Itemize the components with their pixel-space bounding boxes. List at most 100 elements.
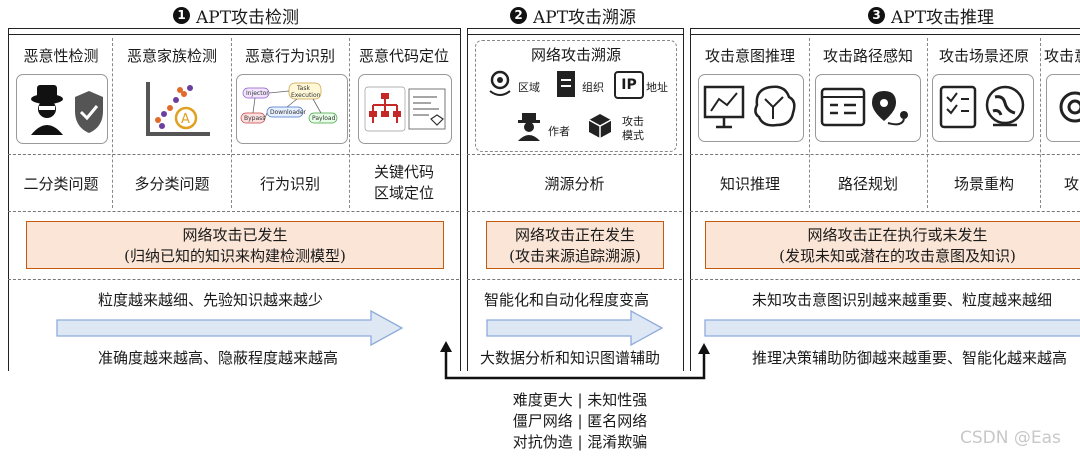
summary-line: (归纳已知的知识来构建检测模型): [124, 247, 346, 265]
attack-mode-line: 模式: [622, 129, 644, 142]
col-label-path-awareness: 攻击路径感知: [822, 47, 913, 65]
behavior-node-label: Injector: [246, 90, 269, 97]
row-divider: [690, 279, 1080, 280]
building-icon: [557, 71, 575, 97]
summary-line: (攻击来源追踪溯源): [509, 247, 641, 265]
row-divider: [690, 211, 1080, 212]
cube-icon: [588, 114, 612, 138]
inference-trend-arrow: [704, 319, 1080, 337]
section-title-tracing: 2 APT攻击溯源: [510, 3, 637, 28]
detection-summary-box: 网络攻击已发生 (归纳已知的知识来构建检测模型): [26, 221, 444, 269]
behavior-node-label: Payload: [312, 115, 336, 122]
tracing-trend-top: 智能化和自动化程度变高: [484, 291, 650, 309]
tracing-panel: [467, 34, 684, 371]
behavior-node-label: Bypass: [244, 115, 265, 122]
task-binary-classification: 二分类问题: [23, 175, 99, 193]
task-path-planning: 路径规划: [837, 175, 898, 193]
section-title-detection: 1 APT攻击检测: [173, 3, 300, 28]
tracing-item-region: 区域: [518, 81, 540, 94]
code-tree-icon: [358, 74, 452, 144]
task-knowledge-inference: 知识推理: [719, 175, 780, 193]
checklist-icon: [939, 85, 977, 129]
task-scene-reconstruction: 场景重构: [953, 175, 1014, 193]
behavior-node-label: Task: [296, 85, 310, 92]
challenges-list: 难度更大 | 未知性强 僵尸网络 | 匿名网络 对抗伪造 | 混淆欺骗: [480, 390, 680, 453]
tracing-item-attack-mode: 攻击 模式: [622, 115, 644, 143]
task-trace-analysis: 溯源分析: [544, 175, 605, 193]
globe-icon: [985, 85, 1025, 127]
challenge-item: 僵尸网络 | 匿名网络: [512, 412, 648, 430]
tracing-item-org: 组织: [582, 81, 604, 94]
tracing-trend-bottom: 大数据分析和知识图谱辅助: [480, 349, 661, 367]
task-line: 关键代码: [373, 163, 434, 181]
tracing-trend-arrow: [486, 309, 664, 347]
location-pin-icon: [489, 70, 511, 96]
task-truncated: 攻: [1064, 175, 1080, 193]
section-number-badge: 2: [510, 6, 527, 24]
summary-line: 网络攻击正在发生: [514, 226, 635, 244]
chart-board-icon: [703, 85, 745, 129]
col-label-truncated: 攻击意: [1044, 47, 1080, 65]
col-label-malicious-detection: 恶意性检测: [23, 47, 99, 65]
row-divider: [690, 154, 1080, 155]
task-multi-classification: 多分类问题: [134, 175, 210, 193]
summary-line: 网络攻击正在执行或未发生: [807, 226, 988, 244]
behavior-node-label: Execution: [291, 92, 321, 99]
inference-trend-top: 未知攻击意图识别越来越重要、粒度越来越细: [752, 291, 1053, 309]
tracing-item-author: 作者: [548, 125, 570, 138]
watermark: CSDN @Eas: [960, 428, 1061, 448]
column-divider: [927, 38, 928, 208]
section-title-text: APT攻击推理: [891, 7, 995, 28]
row-divider: [467, 279, 682, 280]
col-label-behavior-recognition: 恶意行为识别: [244, 47, 335, 65]
section-title-text: APT攻击溯源: [533, 7, 637, 28]
task-code-region-localization: 关键代码 区域定位: [350, 162, 458, 204]
inference-panel: [690, 34, 1080, 371]
spy-shield-icon-card: [16, 74, 108, 144]
map-pin-route-icon: [872, 91, 908, 126]
attack-mode-line: 攻击: [622, 115, 644, 128]
row-divider: [467, 154, 682, 155]
task-line: 区域定位: [373, 184, 434, 202]
col-label-intent-inference: 攻击意图推理: [704, 47, 795, 65]
summary-line: (发现未知或潜在的攻击意图及知识): [779, 247, 1016, 265]
svg-text:A: A: [181, 112, 190, 127]
radar-icon: [1059, 91, 1080, 123]
tracing-card: 网络攻击溯源 区域 组织 IP 地址 作者 攻击 模式: [475, 40, 677, 152]
detection-trend-bottom: 准确度越来越高、隐蔽程度越来越高: [98, 349, 339, 367]
section-number-badge: 1: [173, 6, 190, 24]
truncated-icon-card: [1046, 74, 1080, 142]
row-divider: [8, 154, 459, 155]
detection-panel: [8, 34, 461, 371]
column-divider: [112, 38, 113, 208]
summary-line: 网络攻击已发生: [182, 226, 288, 244]
section-title-inference: 3 APT攻击推理: [868, 3, 995, 28]
tracing-summary-box: 网络攻击正在发生 (攻击来源追踪溯源): [486, 221, 664, 269]
behavior-node-label: Downloader: [270, 109, 307, 116]
column-divider: [231, 38, 232, 208]
spy-icon: [31, 85, 103, 135]
intent-inference-icon-card: [698, 74, 804, 142]
detection-bracket: [8, 28, 461, 37]
hacker-icon: [518, 113, 540, 141]
brain-icon: [754, 85, 796, 127]
col-label-family-detection: 恶意家族检测: [126, 47, 217, 65]
path-awareness-icon-card: [815, 74, 921, 142]
inference-summary-box: 网络攻击正在执行或未发生 (发现未知或潜在的攻击意图及知识): [705, 221, 1080, 269]
inference-trend-bottom: 推理决策辅助防御越来越重要、智能化越来越高: [752, 349, 1068, 367]
row-divider: [8, 279, 459, 280]
detection-trend-top: 粒度越来越细、先验知识越来越少: [98, 291, 324, 309]
column-divider: [349, 38, 350, 208]
col-label-scenario-reconstruction: 攻击场景还原: [938, 47, 1029, 65]
section-title-text: APT攻击检测: [196, 7, 300, 28]
behavior-graph-icon: Injector Task Execution Bypass Downloade…: [236, 74, 348, 144]
flow-board-icon: [820, 87, 866, 127]
challenge-item: 对抗伪造 | 混淆欺骗: [512, 433, 648, 451]
challenge-connector-arrow: [440, 341, 710, 380]
scenario-reconstruction-icon-card: [932, 74, 1034, 142]
tracing-item-address: 地址: [646, 81, 668, 94]
challenge-item: 难度更大 | 未知性强: [512, 391, 648, 409]
tracing-bracket: [467, 28, 684, 37]
row-divider: [8, 211, 459, 212]
section-number-badge: 3: [868, 6, 885, 24]
